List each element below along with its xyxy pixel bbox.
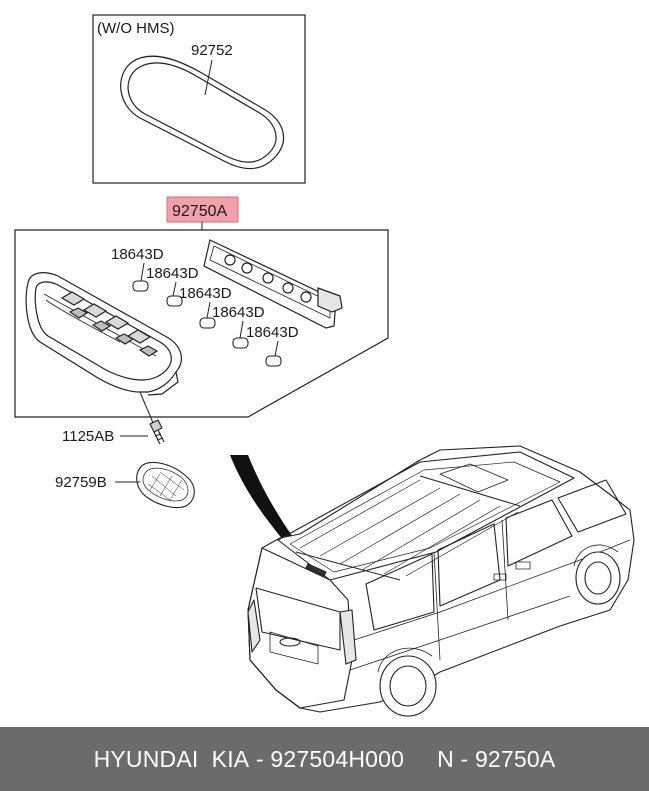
cover-lens-part — [120, 55, 285, 170]
bulb-part-1 — [132, 280, 149, 292]
bulb-leader-1 — [140, 262, 145, 282]
screw-callout[interactable]: 1125AB — [62, 428, 114, 445]
footer-part-number: 927504H000 — [270, 745, 405, 772]
bulb-callout-4[interactable]: 18643D — [212, 304, 265, 321]
footer-brand: HYUNDAI — [93, 745, 199, 772]
bulb-part-5 — [265, 355, 282, 367]
bulb-callout-1[interactable]: 18643D — [111, 246, 164, 263]
footer-make: KIA — [211, 745, 250, 772]
assembly-callout[interactable]: 92750A — [172, 203, 227, 220]
bulb-callout-5[interactable]: 18643D — [246, 324, 299, 341]
bulb-part-2 — [166, 295, 183, 307]
assembly-box-outline — [14, 229, 389, 418]
bulb-leader-3 — [206, 301, 211, 319]
footer-reference-code: 92750A — [474, 745, 556, 772]
parts-diagram: (W/O HMS) 92752 92750A 18643D 18643D 186 — [14, 14, 635, 717]
footer-reference-prefix: N — [437, 745, 454, 772]
variant-inset-box — [92, 14, 306, 184]
screw-part — [149, 419, 165, 445]
bulb-callout-3[interactable]: 18643D — [179, 285, 232, 302]
bulb-leader-4 — [239, 320, 244, 339]
cap-callout[interactable]: 92759B — [55, 474, 107, 491]
cap-part — [136, 461, 195, 509]
cover-lens-callout[interactable]: 92752 — [191, 42, 233, 59]
bulb-part-4 — [232, 337, 249, 349]
vehicle-illustration — [247, 445, 635, 717]
socket-board-part — [203, 239, 343, 329]
part-number-footer: HYUNDAI KIA - 927504H000 N - 92750A — [0, 727, 649, 791]
bulb-callout-2[interactable]: 18643D — [146, 265, 199, 282]
bulb-leader-2 — [172, 281, 177, 297]
lamp-housing-part — [25, 272, 182, 396]
variant-note-label: (W/O HMS) — [97, 20, 174, 37]
bulb-part-3 — [199, 317, 216, 329]
bulb-leader-5 — [274, 340, 279, 357]
